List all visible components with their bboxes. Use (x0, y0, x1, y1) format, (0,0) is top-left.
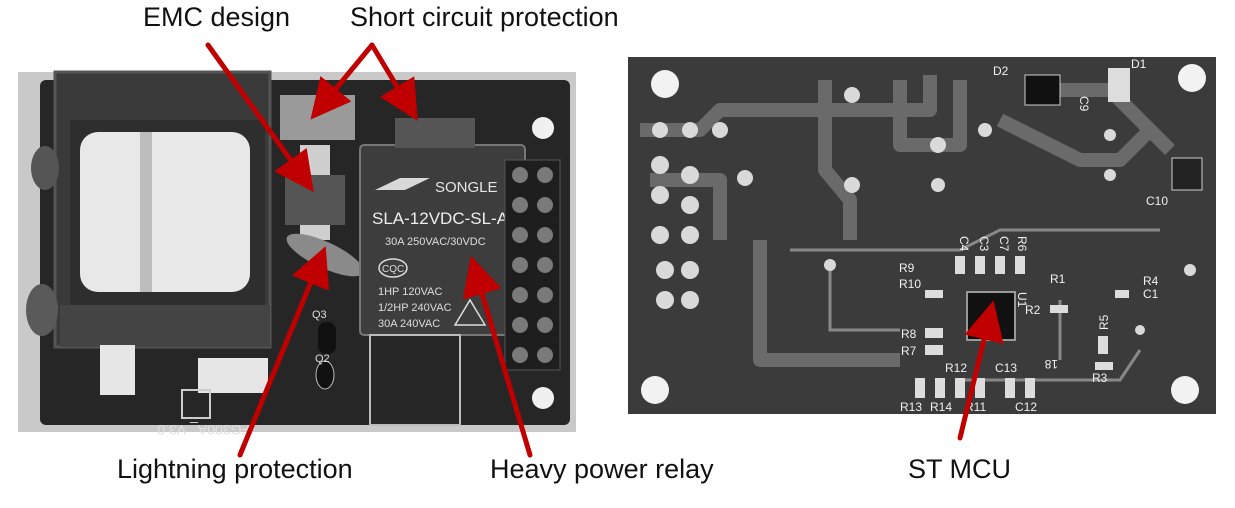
label-u1: U1 (1015, 292, 1029, 308)
copper-traces (640, 75, 1175, 367)
short-circuit-label: Short circuit protection (350, 2, 619, 32)
lightning-protection-label: Lightning protection (117, 454, 353, 484)
fuse-holder (280, 95, 355, 140)
emc-design-label: EMC design (143, 2, 291, 32)
label-r2: R2 (1025, 303, 1041, 317)
label-18: 18 (1044, 357, 1058, 371)
label-r5: R5 (1097, 314, 1111, 330)
mounting-hole (651, 70, 679, 98)
solder-joints (651, 87, 1196, 335)
arrow-mcu (957, 300, 1004, 441)
label-r9: R9 (899, 261, 915, 275)
transformer (53, 70, 272, 349)
arrow-emc (205, 42, 314, 193)
c10-part (1171, 157, 1203, 191)
label-c12: C12 (1015, 400, 1037, 414)
capacitor (26, 284, 58, 336)
label-r10: R10 (899, 277, 921, 291)
mounting-hole (1178, 64, 1206, 92)
label-c13: C13 (995, 361, 1017, 375)
left-board-photo: SONGLE SLA-12VDC-SL-A 30A 250VAC/30VDC C… (18, 70, 576, 438)
label-r4: R4 (1143, 274, 1159, 288)
label-c1: C1 (1143, 287, 1159, 301)
d2-chip (1024, 74, 1061, 106)
label-r8: R8 (901, 327, 917, 341)
capacitor (31, 146, 59, 190)
smd-parts (915, 256, 1129, 398)
arrow-relay (462, 255, 533, 458)
label-r12: R12 (945, 361, 967, 375)
board-id: FG300A_ V3.0 (157, 422, 250, 438)
connector (198, 358, 268, 393)
songle-relay: SONGLE SLA-12VDC-SL-A 30A 250VAC/30VDC C… (359, 118, 526, 336)
relay-brand: SONGLE (435, 179, 498, 196)
label-r13: R13 (900, 400, 922, 414)
mounting-hole (641, 376, 669, 404)
annotation-arrows (205, 42, 1004, 458)
label-c4: C4 (957, 236, 971, 252)
label-r3: R3 (1092, 371, 1108, 385)
label-r14: R14 (930, 400, 952, 414)
mounting-hole (532, 387, 554, 409)
connector (100, 345, 135, 395)
label-r1: R1 (1050, 272, 1066, 286)
silkscreen-labels: D2 D1 C9 C10 C4 C3 C7 R6 R9 R10 R1 R2 R4… (899, 57, 1168, 414)
heavy-power-relay-label: Heavy power relay (490, 454, 714, 484)
label-d1: D1 (1131, 57, 1147, 71)
relay-line2: 1/2HP 240VAC (378, 302, 452, 314)
relay-line1: 1HP 120VAC (378, 286, 442, 298)
arrow-short-circuit-b (369, 42, 418, 121)
label-r7: R7 (901, 344, 917, 358)
mounting-hole (532, 117, 554, 139)
label-c7: C7 (997, 236, 1011, 252)
arrow-short-circuit-a (310, 42, 375, 120)
relay-rating: 30A 250VAC/30VDC (385, 236, 486, 248)
label-d2: D2 (993, 64, 1009, 78)
arrow-lightning (237, 246, 330, 458)
screw-terminals (504, 159, 561, 371)
mounting-hole (1171, 376, 1199, 404)
transistor-q2 (315, 360, 335, 390)
st-mcu-label: ST MCU (908, 454, 1012, 484)
transistor-q3 (318, 322, 336, 354)
label-c9: C9 (1077, 96, 1091, 112)
q3-label: Q3 (312, 309, 327, 321)
q2-label: Q2 (315, 353, 330, 365)
right-board-photo: D2 D1 C9 C10 C4 C3 C7 R6 R9 R10 R1 R2 R4… (628, 57, 1216, 414)
relay-model: SLA-12VDC-SL-A (372, 209, 509, 228)
label-r6: R6 (1015, 236, 1029, 252)
d1-diode (1108, 68, 1130, 102)
label-c10: C10 (1146, 194, 1168, 208)
label-c3: C3 (977, 236, 991, 252)
relay-cert: CQC (382, 264, 404, 275)
relay-line3: 30A 240VAC (378, 318, 440, 330)
